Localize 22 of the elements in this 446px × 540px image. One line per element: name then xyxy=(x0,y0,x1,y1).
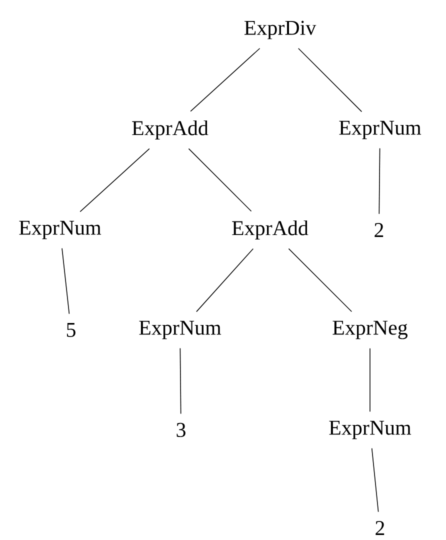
tree-edge xyxy=(80,148,150,212)
tree-node-label: ExprAdd xyxy=(232,220,308,240)
tree-edge xyxy=(378,148,380,214)
tree-node-label: ExprNum xyxy=(339,120,422,140)
tree-node-label: ExprNum xyxy=(329,420,412,440)
tree-edge xyxy=(180,348,182,414)
tree-node-label: ExprAdd xyxy=(132,120,208,140)
tree-edge xyxy=(196,248,254,312)
tree-node-label: 2 xyxy=(376,521,384,535)
tree-node-label: ExprNum xyxy=(139,320,222,340)
tree-edge xyxy=(188,148,252,212)
tree-edge xyxy=(288,248,352,312)
tree-node-label: 2 xyxy=(374,223,384,237)
tree-node-label: ExprNum xyxy=(19,220,102,240)
tree-node-label: 3 xyxy=(176,422,186,438)
tree-edge xyxy=(62,248,70,314)
tree-edge xyxy=(190,48,260,112)
tree-node-label: ExprNeg xyxy=(332,320,408,340)
tree-edge xyxy=(298,48,362,112)
tree-edge xyxy=(371,448,379,512)
tree-node-label: ExprDiv xyxy=(244,20,316,40)
tree-node-label: 5 xyxy=(66,323,76,337)
